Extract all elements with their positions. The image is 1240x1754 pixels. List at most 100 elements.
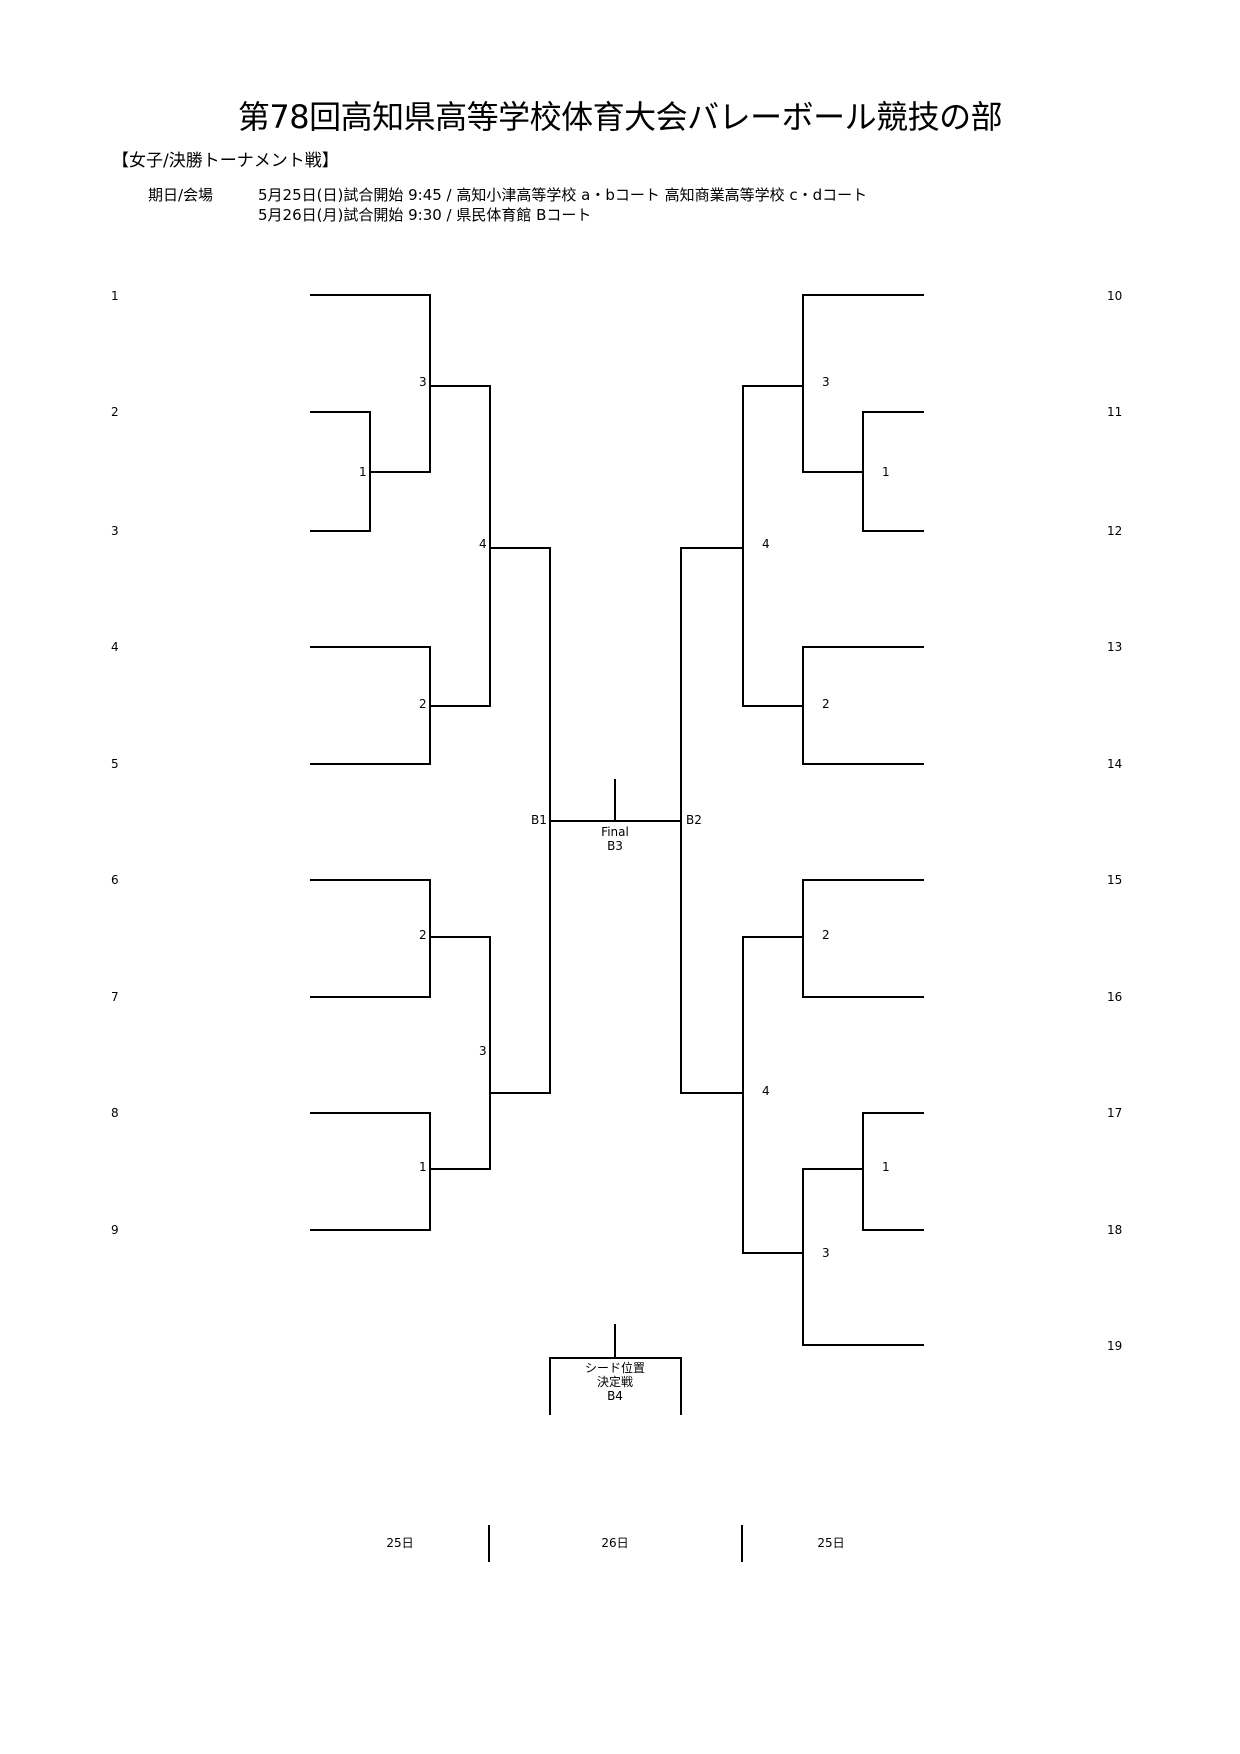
bracket-line — [489, 936, 491, 1170]
match-number: 2 — [822, 928, 830, 942]
bracket-line — [310, 996, 431, 998]
seed-number: 9 — [111, 1223, 119, 1237]
match-number: 3 — [822, 375, 830, 389]
bracket-line — [742, 1252, 804, 1254]
seed-match-label: シード位置 — [584, 1361, 645, 1375]
schedule-line-1: 5月25日(日)試合開始 9:45 / 高知小津高等学校 a・bコート 高知商業… — [258, 186, 868, 204]
bracket-line — [310, 646, 431, 648]
bracket-line — [429, 385, 491, 387]
bracket-line — [429, 705, 491, 707]
seed-match-right — [680, 1357, 682, 1415]
bracket-line — [742, 705, 804, 707]
day-label-right: 25日 — [817, 1536, 845, 1550]
bracket-line — [802, 646, 924, 648]
seed-number: 3 — [111, 524, 119, 538]
seed-number: 2 — [111, 405, 119, 419]
bracket-line — [802, 879, 804, 998]
match-number: 1 — [882, 1160, 890, 1174]
bracket-line — [310, 411, 371, 413]
seed-number: 17 — [1107, 1106, 1123, 1120]
match-number: 4 — [762, 1084, 770, 1098]
bracket-line — [310, 1229, 431, 1231]
bracket-line — [310, 530, 371, 532]
seed-number: 7 — [111, 990, 119, 1004]
page-title: 第78回高知県高等学校体育大会バレーボール競技の部 — [237, 98, 1003, 136]
bracket-line — [802, 1344, 924, 1346]
seed-number: 12 — [1107, 524, 1123, 538]
final-stem — [614, 779, 616, 821]
seed-match-top — [549, 1357, 682, 1359]
match-number: 4 — [762, 537, 770, 551]
seed-number: 6 — [111, 873, 119, 887]
semifinal-label: B1 — [531, 813, 547, 827]
final-code: B3 — [607, 839, 623, 853]
bracket-line — [802, 1168, 804, 1346]
bracket-line — [802, 763, 924, 765]
bracket-line — [802, 1168, 864, 1170]
bracket-line — [742, 936, 744, 1254]
day-divider — [741, 1525, 743, 1562]
bracket-line — [862, 1112, 864, 1231]
bracket-line — [742, 385, 804, 387]
seed-number: 14 — [1107, 757, 1123, 771]
bracket-line — [802, 471, 864, 473]
schedule-label: 期日/会場 — [148, 186, 214, 204]
seed-number: 13 — [1107, 640, 1123, 654]
seed-number: 11 — [1107, 405, 1123, 419]
bracket-line — [862, 1112, 924, 1114]
bracket-line — [429, 936, 491, 938]
seed-number: 4 — [111, 640, 119, 654]
bracket-line — [429, 879, 431, 998]
bracket-line — [310, 879, 431, 881]
bracket-line — [802, 996, 924, 998]
match-number: 2 — [419, 928, 427, 942]
bracket-line — [310, 1112, 431, 1114]
match-number: 1 — [882, 465, 890, 479]
bracket-line — [682, 547, 744, 549]
seed-number: 5 — [111, 757, 119, 771]
match-number: 1 — [359, 465, 367, 479]
day-label-left: 25日 — [386, 1536, 414, 1550]
day-label-center: 26日 — [601, 1536, 629, 1550]
final-label: Final — [601, 825, 629, 839]
bracket-line — [680, 547, 682, 1094]
seed-match-label: 決定戦 — [596, 1375, 633, 1389]
bracket-line — [862, 1229, 924, 1231]
final-line — [549, 820, 682, 822]
seed-number: 10 — [1107, 289, 1123, 303]
semifinal-label: B2 — [686, 813, 702, 827]
bracket-line — [802, 879, 924, 881]
match-number: 2 — [419, 697, 427, 711]
bracket-line — [429, 1168, 491, 1170]
bracket-line — [369, 471, 431, 473]
match-number: 4 — [479, 537, 487, 551]
match-number: 3 — [479, 1044, 487, 1058]
schedule-line-2: 5月26日(月)試合開始 9:30 / 県民体育館 Bコート — [258, 206, 592, 224]
match-number: 3 — [822, 1246, 830, 1260]
seed-number: 19 — [1107, 1339, 1123, 1353]
seed-number: 18 — [1107, 1223, 1123, 1237]
match-number: 3 — [419, 375, 427, 389]
bracket-line — [742, 385, 744, 707]
bracket-line — [310, 763, 431, 765]
match-number: 1 — [419, 1160, 427, 1174]
bracket-line — [489, 385, 491, 707]
bracket-line — [489, 1092, 551, 1094]
bracket-line — [489, 547, 551, 549]
seed-match-stem — [614, 1324, 616, 1359]
seed-number: 16 — [1107, 990, 1123, 1004]
subtitle: 【女子/決勝トーナメント戦】 — [112, 151, 339, 171]
match-number: 2 — [822, 697, 830, 711]
bracket-line — [862, 411, 924, 413]
bracket-line — [862, 530, 924, 532]
bracket-line — [310, 294, 431, 296]
bracket-line — [802, 294, 804, 473]
bracket-line — [682, 1092, 744, 1094]
day-divider — [488, 1525, 490, 1562]
seed-number: 1 — [111, 289, 119, 303]
seed-number: 15 — [1107, 873, 1123, 887]
bracket-line — [429, 1112, 431, 1231]
seed-match-left — [549, 1357, 551, 1415]
seed-match-code: B4 — [607, 1389, 623, 1403]
